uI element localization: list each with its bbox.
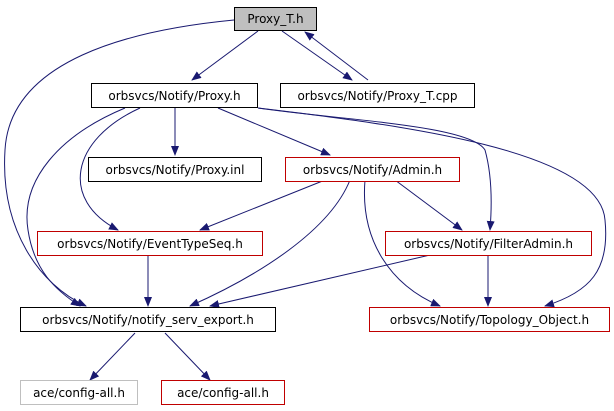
node-proxy-h[interactable]: orbsvcs/Notify/Proxy.h xyxy=(91,83,258,108)
edge-notify-serv-export-to-config-all-gray xyxy=(89,332,136,381)
node-config-all-undocumented: ace/config-all.h xyxy=(20,380,138,405)
node-topology-object-h[interactable]: orbsvcs/Notify/Topology_Object.h xyxy=(369,307,610,332)
edge-admin-h-to-notify-serv-export xyxy=(189,179,351,307)
edge-filteradmin-h-to-notify-serv-export xyxy=(209,254,431,308)
node-filteradmin-h[interactable]: orbsvcs/Notify/FilterAdmin.h xyxy=(385,231,592,256)
node-proxy-inl[interactable]: orbsvcs/Notify/Proxy.inl xyxy=(88,157,262,182)
edge-admin-h-to-eventtypeseq-h xyxy=(199,179,326,231)
edge-proxy-t-cpp-to-proxy-t-h xyxy=(304,31,369,81)
edge-proxy-t-h-to-proxy-t-cpp xyxy=(281,30,353,81)
edge-proxy-h-to-notify-serv-export xyxy=(26,107,126,307)
edge-admin-h-to-topology-object xyxy=(363,179,441,307)
edge-proxy-h-to-admin-h xyxy=(217,107,331,156)
node-proxy-t-h: Proxy_T.h xyxy=(234,7,317,31)
edge-proxy-t-h-to-proxy-h xyxy=(191,30,259,81)
edge-proxy-h-to-topology-object xyxy=(257,107,607,308)
edge-proxy-h-to-eventtypeseq-h xyxy=(79,107,141,231)
node-config-all-external[interactable]: ace/config-all.h xyxy=(161,380,285,405)
node-eventtypeseq-h[interactable]: orbsvcs/Notify/EventTypeSeq.h xyxy=(37,231,263,256)
node-proxy-t-cpp[interactable]: orbsvcs/Notify/Proxy_T.cpp xyxy=(280,83,475,108)
edge-admin-h-to-filteradmin-h xyxy=(394,179,463,231)
node-notify-serv-export-h[interactable]: orbsvcs/Notify/notify_serv_export.h xyxy=(20,307,276,332)
edge-notify-serv-export-to-config-all-red xyxy=(164,332,211,381)
edge-proxy-t-h-to-notify-serv-export xyxy=(4,19,235,307)
node-admin-h[interactable]: orbsvcs/Notify/Admin.h xyxy=(285,157,460,182)
